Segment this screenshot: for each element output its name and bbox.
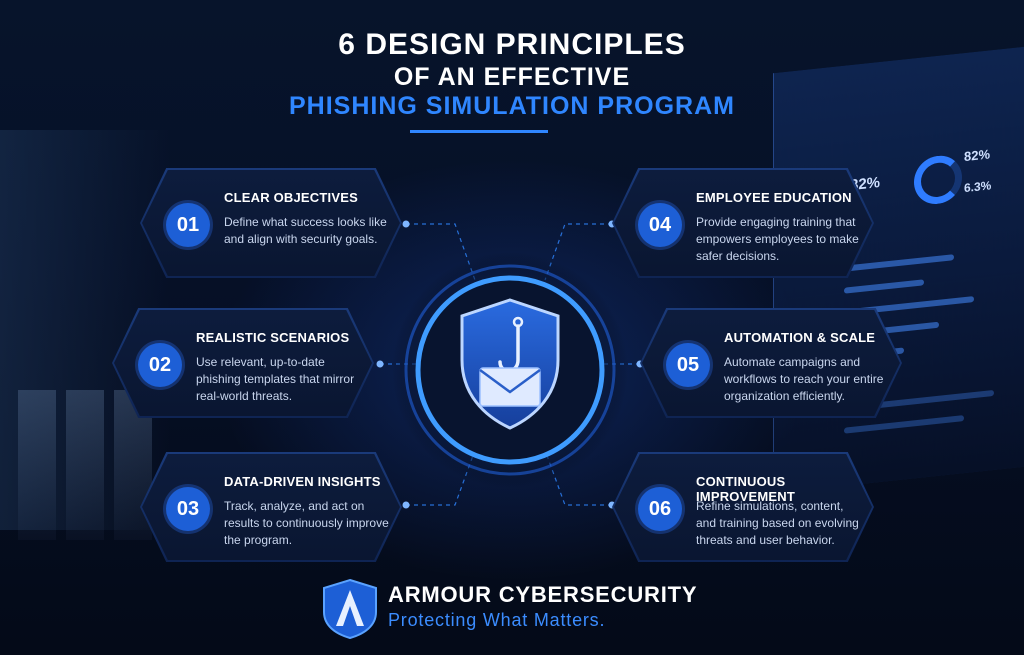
- brand-tagline: Protecting What Matters.: [388, 610, 606, 630]
- card-title: CLEAR OBJECTIVES: [224, 190, 358, 205]
- number-badge: 06: [638, 487, 682, 531]
- connector-node: [402, 501, 410, 509]
- card-panel: 03 DATA-DRIVEN INSIGHTS Track, analyze, …: [142, 454, 400, 560]
- principle-card-04: 04 EMPLOYEE EDUCATION Provide engaging t…: [612, 168, 874, 278]
- card-panel: 06 CONTINUOUS IMPROVEMENT Refine simulat…: [614, 454, 872, 560]
- number-badge: 05: [666, 343, 710, 387]
- card-title: REALISTIC SCENARIOS: [196, 330, 350, 345]
- title-line-3: PHISHING SIMULATION PROGRAM: [289, 92, 735, 120]
- card-panel: 01 CLEAR OBJECTIVES Define what success …: [142, 170, 400, 276]
- brand-name: ARMOUR CYBERSECURITY: [388, 582, 698, 607]
- card-description: Automate campaigns and workflows to reac…: [724, 355, 884, 403]
- card-title: EMPLOYEE EDUCATION: [696, 190, 852, 205]
- connector-node: [402, 220, 410, 228]
- number-badge: 03: [166, 487, 210, 531]
- office-window: [66, 390, 104, 540]
- envelope-icon: [479, 367, 541, 407]
- card-description: Use relevant, up-to-date phishing templa…: [196, 355, 355, 403]
- title-underline: [410, 130, 548, 133]
- number-badge: 01: [166, 203, 210, 247]
- card-title: CONTINUOUS IMPROVEMENT: [696, 474, 795, 504]
- card-panel: 02 REALISTIC SCENARIOS Use relevant, up-…: [114, 310, 372, 416]
- card-description: Track, analyze, and act on results to co…: [224, 499, 389, 547]
- brand-block: ARMOUR CYBERSECURITY Protecting What Mat…: [320, 578, 720, 640]
- principle-card-06: 06 CONTINUOUS IMPROVEMENT Refine simulat…: [612, 452, 874, 562]
- card-panel: 04 EMPLOYEE EDUCATION Provide engaging t…: [614, 170, 872, 276]
- office-window: [18, 390, 56, 540]
- card-description: Define what success looks like and align…: [224, 215, 387, 246]
- card-title: AUTOMATION & SCALE: [724, 330, 876, 345]
- principle-card-03: 03 DATA-DRIVEN INSIGHTS Track, analyze, …: [140, 452, 402, 562]
- central-hub: [392, 252, 628, 488]
- hub-outer-ring: [404, 264, 616, 476]
- title-line-1: 6 DESIGN PRINCIPLES: [338, 28, 686, 61]
- principle-card-02: 02 REALISTIC SCENARIOS Use relevant, up-…: [112, 308, 374, 418]
- title-line-2: OF AN EFFECTIVE: [393, 63, 631, 91]
- connector-node: [376, 360, 384, 368]
- card-description: Provide engaging training that empowers …: [696, 215, 859, 263]
- armour-logo-icon: [323, 578, 377, 640]
- number-badge: 04: [638, 203, 682, 247]
- principle-card-01: 01 CLEAR OBJECTIVES Define what success …: [140, 168, 402, 278]
- number-badge: 02: [138, 343, 182, 387]
- card-title: DATA-DRIVEN INSIGHTS: [224, 474, 381, 489]
- card-panel: 05 AUTOMATION & SCALE Automate campaigns…: [642, 310, 900, 416]
- principle-card-05: 05 AUTOMATION & SCALE Automate campaigns…: [640, 308, 902, 418]
- card-description: Refine simulations, content, and trainin…: [696, 499, 859, 547]
